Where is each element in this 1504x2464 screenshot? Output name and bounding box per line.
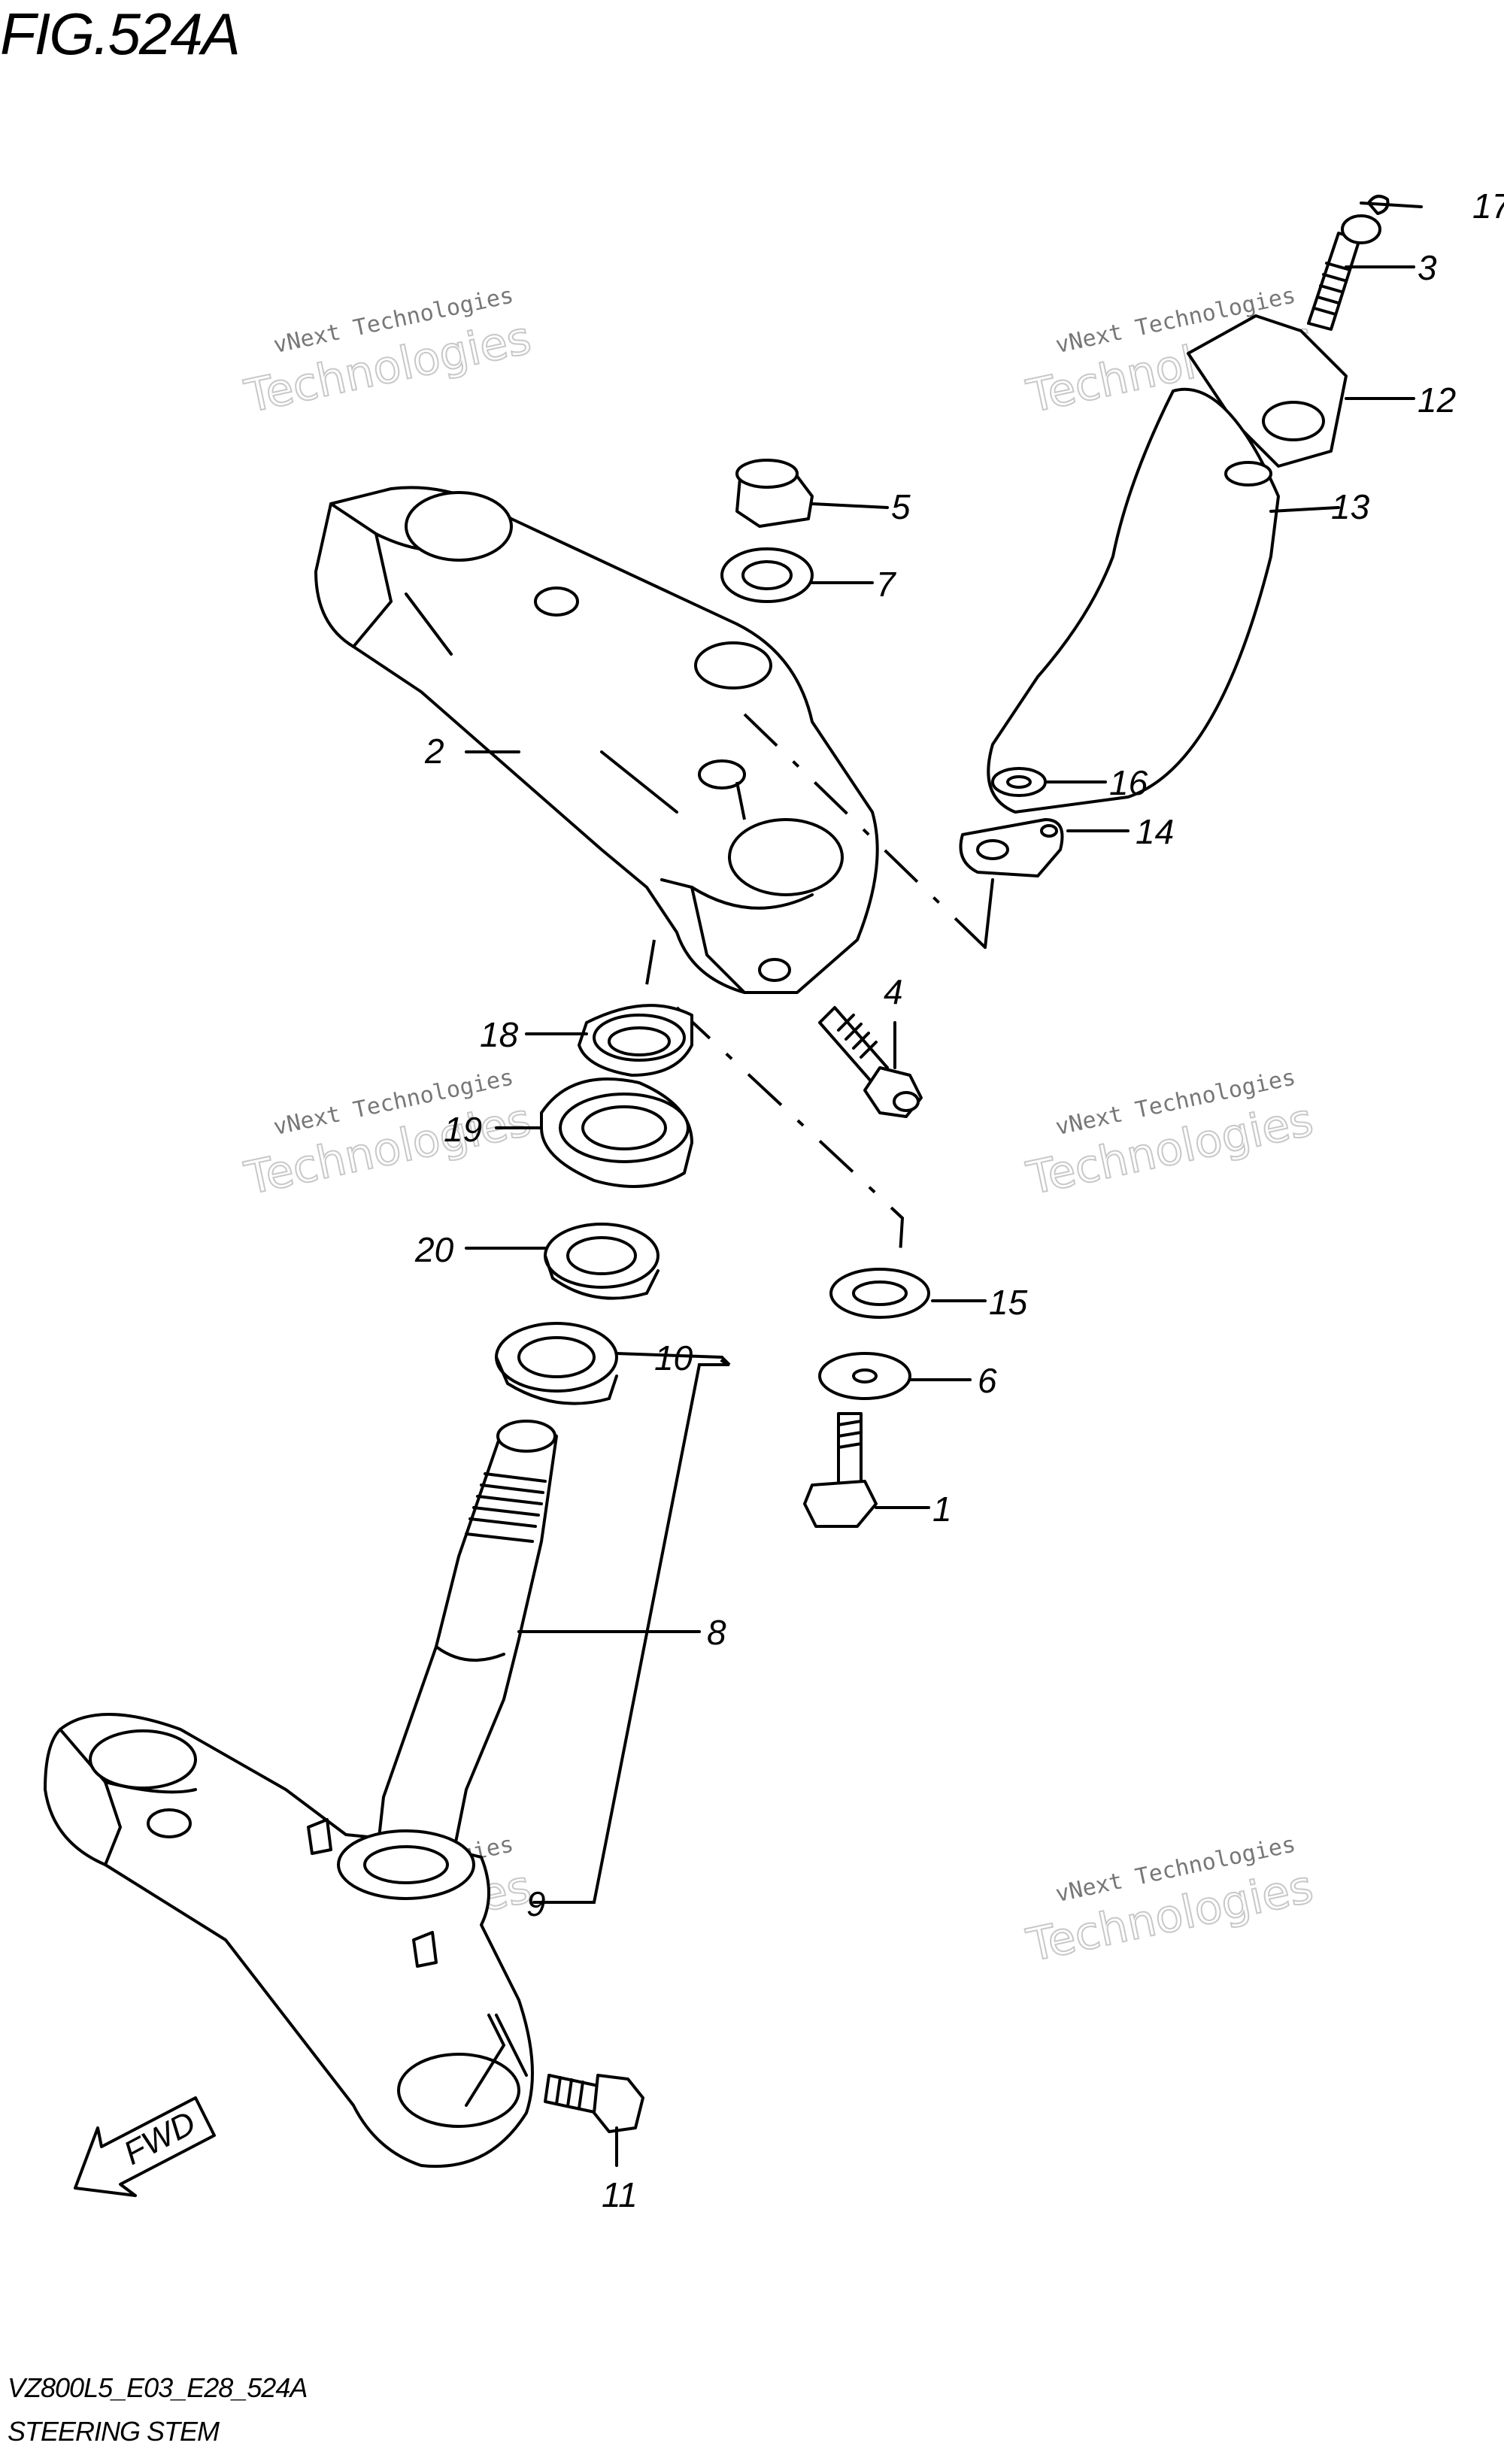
handlebar-holder bbox=[987, 314, 1348, 814]
callout-11: 11 bbox=[602, 2175, 638, 2214]
steering-stem bbox=[374, 1420, 558, 1866]
lower-bracket bbox=[44, 1713, 534, 2169]
callout-13: 13 bbox=[1331, 487, 1370, 526]
leader-lines bbox=[465, 202, 1423, 2167]
dust-seal-19 bbox=[540, 1077, 693, 1188]
callout-19: 19 bbox=[444, 1110, 482, 1149]
callout-8: 8 bbox=[707, 1613, 726, 1652]
callout-2: 2 bbox=[424, 732, 444, 771]
callout-14: 14 bbox=[1136, 812, 1174, 851]
washer-15 bbox=[829, 1268, 930, 1319]
lock-nut-18 bbox=[578, 1004, 693, 1077]
assembly-lines bbox=[638, 713, 994, 1279]
bolt-4 bbox=[818, 1006, 923, 1118]
callout-17: 17 bbox=[1472, 186, 1504, 226]
bearing-10 bbox=[495, 1322, 618, 1405]
figure-name: STEERING STEM bbox=[8, 2416, 220, 2447]
bolt-1 bbox=[803, 1412, 878, 1528]
callout-20: 20 bbox=[414, 1230, 454, 1269]
top-bolt bbox=[1307, 195, 1390, 331]
watermark-1: vNext Technologies Technologies bbox=[239, 282, 536, 424]
callout-12: 12 bbox=[1418, 380, 1456, 420]
callout-1: 1 bbox=[932, 1490, 952, 1529]
callout-6: 6 bbox=[978, 1361, 997, 1400]
callout-4: 4 bbox=[884, 972, 903, 1011]
figure-title: FIG.524A bbox=[0, 1, 241, 67]
callout-9: 9 bbox=[526, 1884, 546, 1923]
bearing-20 bbox=[544, 1223, 660, 1300]
washer-7 bbox=[720, 547, 814, 603]
callout-5: 5 bbox=[891, 487, 911, 526]
callout-3: 3 bbox=[1418, 248, 1437, 287]
cap-nut bbox=[735, 459, 814, 528]
upper-bracket bbox=[314, 486, 879, 994]
watermark-3: vNext Technologies Technologies bbox=[239, 1064, 536, 1206]
watermark-6: vNext Technologies Technologies bbox=[1021, 1831, 1318, 1973]
washer-6 bbox=[818, 1352, 911, 1400]
callout-labels: 17 3 12 13 5 7 2 16 14 4 18 19 20 10 15 … bbox=[414, 186, 1504, 2214]
figure-code: VZ800L5_E03_E28_524A bbox=[8, 2372, 308, 2403]
washer-16 bbox=[991, 767, 1047, 797]
callout-16: 16 bbox=[1109, 763, 1148, 802]
fwd-arrow: FWD bbox=[74, 2096, 216, 2197]
watermark-4: vNext Technologies Technologies bbox=[1021, 1064, 1318, 1206]
plate-14 bbox=[959, 818, 1064, 877]
callout-18: 18 bbox=[480, 1015, 519, 1054]
callout-7: 7 bbox=[876, 565, 896, 604]
bolt-11 bbox=[544, 2074, 644, 2133]
callout-15: 15 bbox=[989, 1283, 1028, 1322]
callout-10: 10 bbox=[654, 1338, 693, 1377]
